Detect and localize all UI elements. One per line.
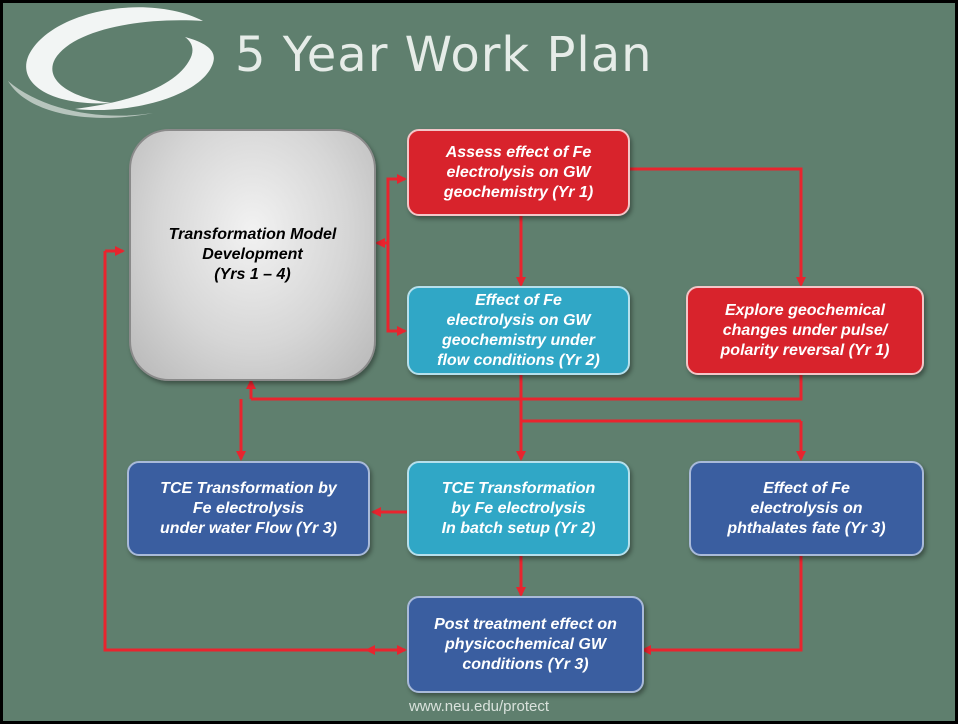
arrow-model-to-flow <box>386 243 407 336</box>
arrow-phthalates-to-post <box>641 556 803 655</box>
transformation-model-box: Transformation Model Development (Yrs 1 … <box>129 129 376 381</box>
post-treatment-box: Post treatment effect on physicochemical… <box>407 596 644 693</box>
connector-arrows <box>103 167 806 655</box>
explore-geochemical-box: Explore geochemical changes under pulse/… <box>686 286 924 375</box>
swoosh-logo-icon <box>8 7 214 118</box>
slide: 5 Year Work Plan <box>3 3 955 721</box>
arrow-model-to-assess <box>386 174 407 243</box>
assess-effect-box: Assess effect of Fe electrolysis on GW g… <box>407 129 630 216</box>
arrow-assess-to-explore <box>628 167 806 287</box>
phthalates-fate-box: Effect of Fe electrolysis on phthalates … <box>689 461 924 556</box>
line-left-loop <box>103 251 393 652</box>
flow-conditions-box: Effect of Fe electrolysis on GW geochemi… <box>407 286 630 375</box>
footer-url: www.neu.edu/protect <box>408 698 550 715</box>
line-explore-down <box>251 375 803 401</box>
tce-batch-box: TCE Transformation by Fe electrolysis In… <box>407 461 630 556</box>
tce-water-flow-box: TCE Transformation by Fe electrolysis un… <box>127 461 370 556</box>
slide-title: 5 Year Work Plan <box>235 27 653 83</box>
